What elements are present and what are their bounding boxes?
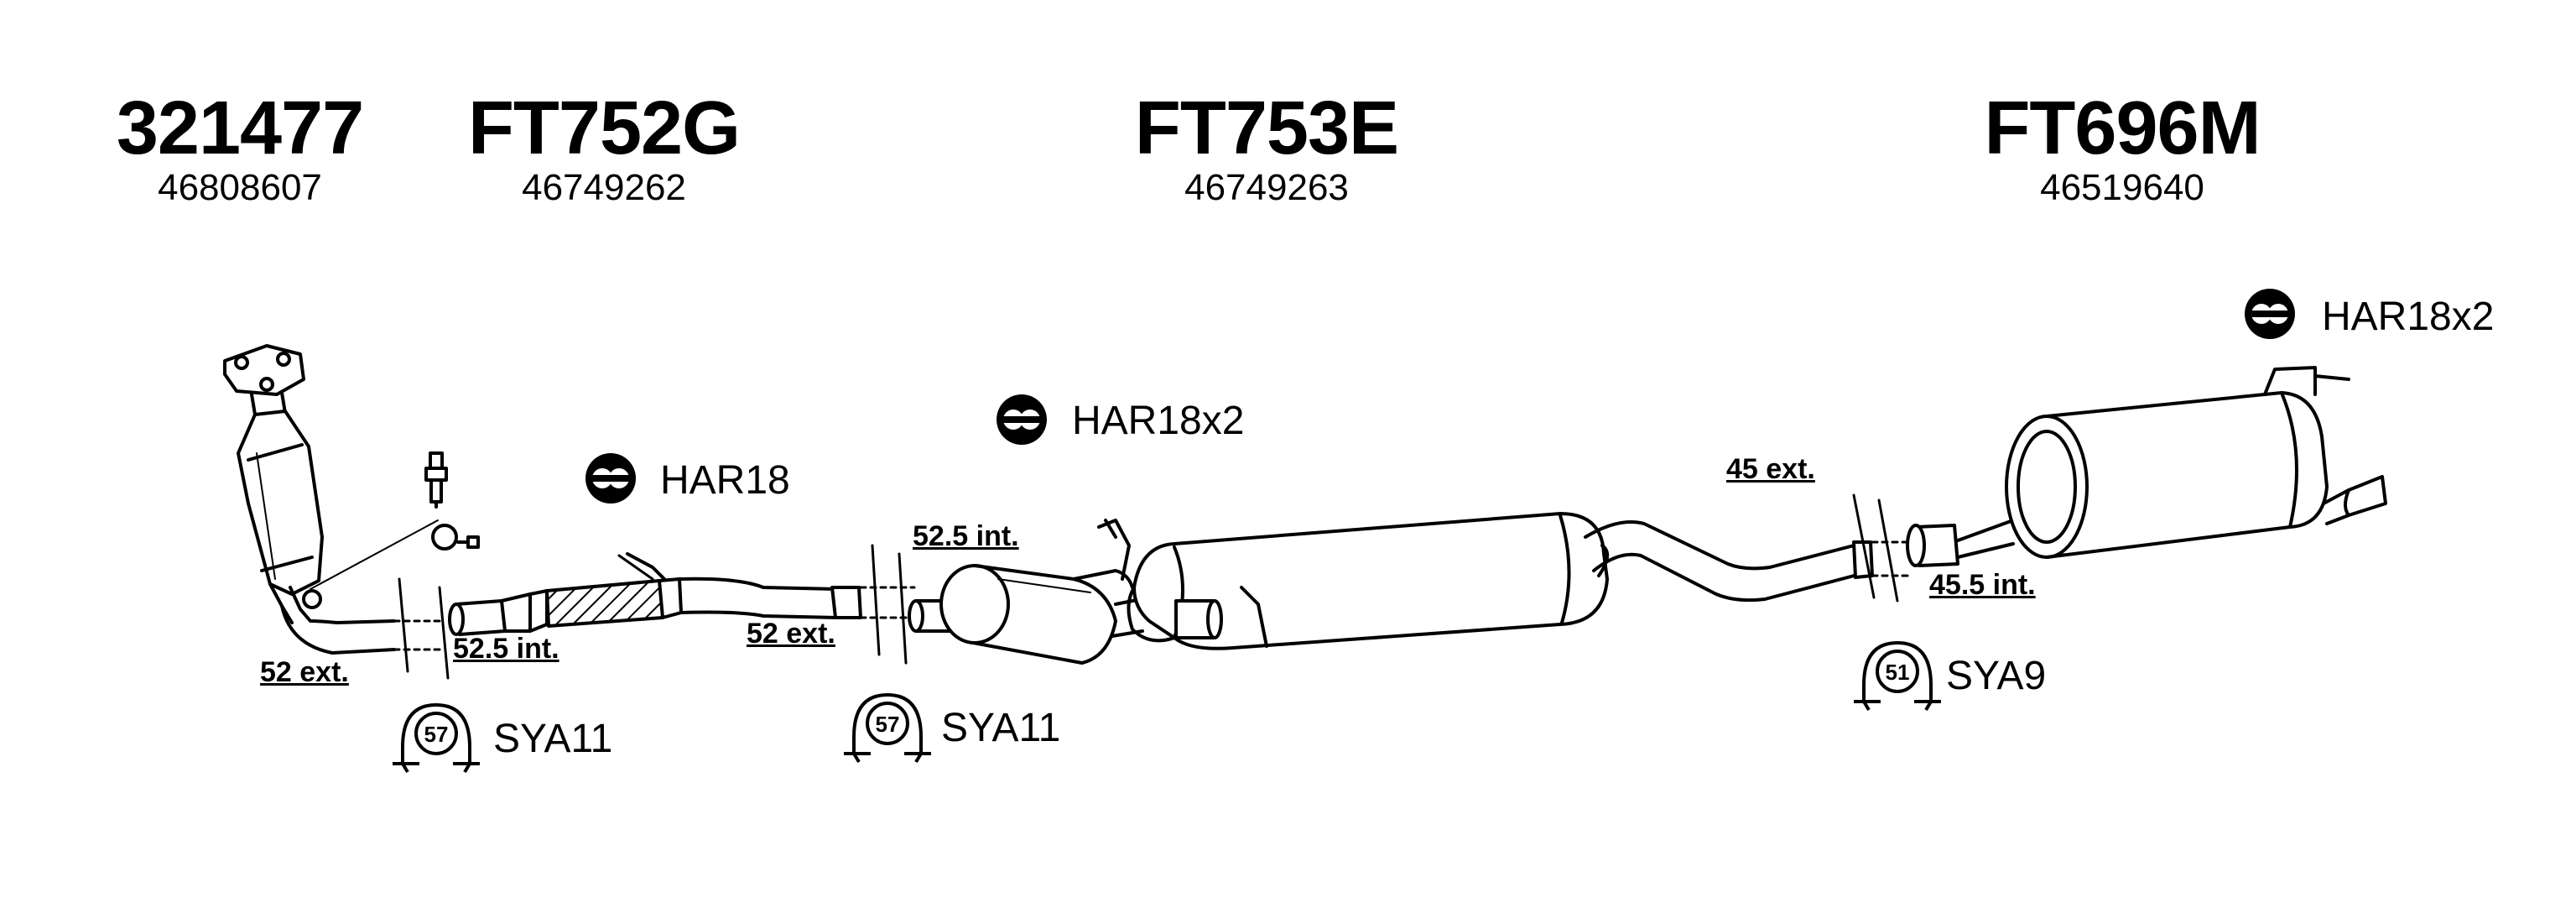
- oxygen-sensor: [424, 451, 480, 551]
- front-joint-break: [393, 577, 450, 680]
- part-oem-ft752g: 46749262: [522, 167, 686, 208]
- part-oem-ft696m: 46519640: [2040, 167, 2204, 208]
- clamp-label-sya9: SYA9: [1946, 654, 2047, 698]
- mount-label-har18x2-center: HAR18x2: [1072, 399, 1245, 443]
- part-code-ft696m: FT696M: [1984, 86, 2261, 170]
- clamp-icon-sya11-front: 57: [393, 702, 480, 774]
- rear-pipe: [1584, 520, 1874, 603]
- rear-joint-break: [1852, 493, 1909, 603]
- part-code-ft752g: FT752G: [467, 86, 741, 170]
- part-code-ft753e: FT753E: [1134, 86, 1399, 170]
- dimension-label-rear-int: 45.5 int.: [1929, 569, 2036, 601]
- centre-silencer: [1097, 512, 1609, 650]
- catalytic-converter: [223, 344, 324, 624]
- clamp-icon-sya11-center: 57: [844, 692, 931, 764]
- dimension-label-front-int: 52.5 int.: [453, 633, 559, 665]
- clamp-size-sya9: 51: [1886, 660, 1910, 685]
- mount-label-har18: HAR18: [660, 458, 790, 503]
- clamp-label-sya11-front: SYA11: [493, 717, 613, 761]
- clamp-size-sya11-center: 57: [876, 712, 900, 737]
- mount-icon-har18x2-center: [997, 394, 1047, 445]
- dimension-label-front-ext: 52 ext.: [260, 656, 349, 688]
- rear-silencer: [1906, 366, 2387, 567]
- flex-pipe: [448, 552, 862, 636]
- clamp-size-sya11-front: 57: [424, 722, 449, 747]
- part-code-321477: 321477: [116, 86, 364, 170]
- front-pipe-bend: [280, 519, 439, 655]
- mount-icon-har18: [585, 453, 636, 504]
- clamp-icon-sya9: 51: [1854, 640, 1941, 712]
- mount-icon-har18x2-rear: [2245, 289, 2295, 339]
- part-oem-ft753e: 46749263: [1184, 167, 1349, 208]
- clamp-label-sya11-center: SYA11: [941, 706, 1061, 750]
- part-oem-321477: 46808607: [158, 167, 322, 208]
- dimension-label-rear-ext: 45 ext.: [1726, 453, 1815, 485]
- mount-label-har18x2-rear: HAR18x2: [2322, 295, 2495, 339]
- front-resonator: [908, 564, 1134, 665]
- dimension-label-mid-ext: 52 ext.: [747, 618, 835, 650]
- dimension-label-mid-int: 52.5 int.: [913, 520, 1019, 552]
- mid-joint-break: [859, 544, 916, 665]
